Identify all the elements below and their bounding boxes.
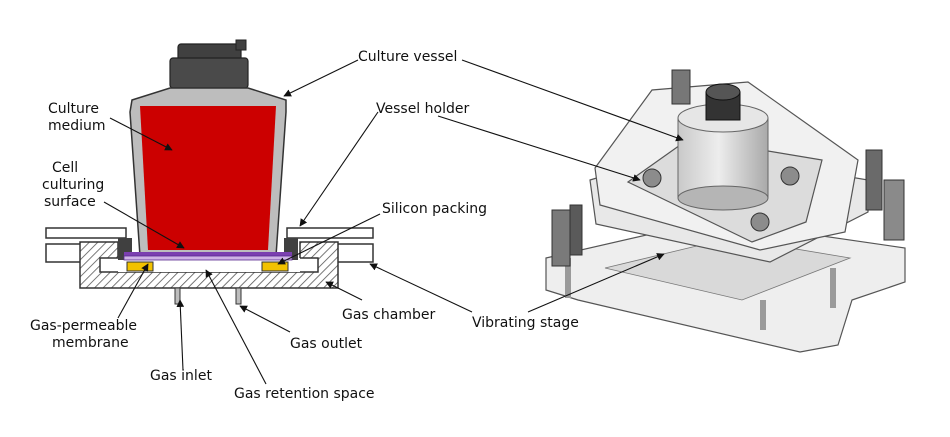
holder-screw xyxy=(642,168,662,188)
silicon-packing-left xyxy=(126,261,154,272)
cross-section xyxy=(45,39,374,305)
label-membrane-line1: Gas-permeable xyxy=(30,318,138,334)
silicon-packing-right xyxy=(261,261,289,272)
arrow-gas-retention-space xyxy=(205,269,267,385)
arrow-membrane xyxy=(117,263,149,319)
label-vibrating-stage: Vibrating stage xyxy=(472,315,579,331)
leader-lines xyxy=(103,59,684,385)
holder-plate-bottom-right xyxy=(335,243,374,263)
vibrating-stage-inner xyxy=(604,237,852,301)
arrow-vessel-holder-right xyxy=(437,115,641,182)
side-bracket xyxy=(551,209,571,267)
gas-inlet-pipe xyxy=(174,287,181,305)
label-cell-line3: surface xyxy=(44,194,96,210)
arrow-silicon-packing xyxy=(277,213,381,265)
label-culture-medium-line1: Culture xyxy=(48,101,99,117)
holder-plate-top-left xyxy=(45,227,127,239)
label-gas-outlet: Gas outlet xyxy=(290,336,363,352)
vessel-cylinder-bottom xyxy=(677,185,769,211)
arrow-vibrating-stage-left xyxy=(369,263,473,313)
arrow-gas-outlet xyxy=(239,305,291,333)
spacer-post xyxy=(760,300,766,330)
label-culture-vessel: Culture vessel xyxy=(358,49,458,65)
label-gas-inlet: Gas inlet xyxy=(150,368,212,384)
spacer-post xyxy=(830,268,836,308)
label-cell-line2: culturing xyxy=(42,177,105,193)
side-bracket xyxy=(671,69,691,105)
label-culture-medium-line2: medium xyxy=(48,118,106,134)
holder-screw xyxy=(750,212,770,232)
label-gas-chamber: Gas chamber xyxy=(342,307,436,323)
arrow-vessel-holder-left xyxy=(299,111,379,227)
arrow-culture-vessel-left xyxy=(283,59,359,97)
label-gas-retention-space: Gas retention space xyxy=(234,386,375,402)
label-silicon-packing: Silicon packing xyxy=(382,201,488,217)
culture-medium xyxy=(140,106,276,250)
arrow-culture-medium xyxy=(109,117,173,151)
side-bracket xyxy=(865,149,883,211)
arrow-cell-surface xyxy=(103,201,185,249)
vessel-cap-top-3d xyxy=(705,83,741,101)
holder-plate-top-right xyxy=(286,227,374,239)
arrow-vibrating-stage-right xyxy=(527,253,665,313)
apparatus-3d xyxy=(545,69,906,353)
label-vessel-holder: Vessel holder xyxy=(376,101,470,117)
holder-plate-bottom-left xyxy=(45,243,85,263)
side-bracket xyxy=(883,179,905,241)
arrow-gas-inlet xyxy=(176,299,185,371)
vessel-cap-knob xyxy=(235,39,247,51)
arrow-gas-chamber xyxy=(325,281,363,301)
cell-culturing-surface xyxy=(124,252,292,256)
gas-retention-space xyxy=(118,258,300,272)
gas-permeable-membrane xyxy=(123,255,293,261)
side-bracket xyxy=(569,204,583,256)
label-cell-line1: Cell xyxy=(52,160,79,176)
gas-outlet-pipe xyxy=(235,287,242,305)
vessel-cap-base xyxy=(169,57,249,89)
spacer-post xyxy=(565,258,571,298)
label-membrane-line2: membrane xyxy=(52,335,129,351)
arrow-culture-vessel-right xyxy=(461,59,684,142)
holder-screw xyxy=(780,166,800,186)
